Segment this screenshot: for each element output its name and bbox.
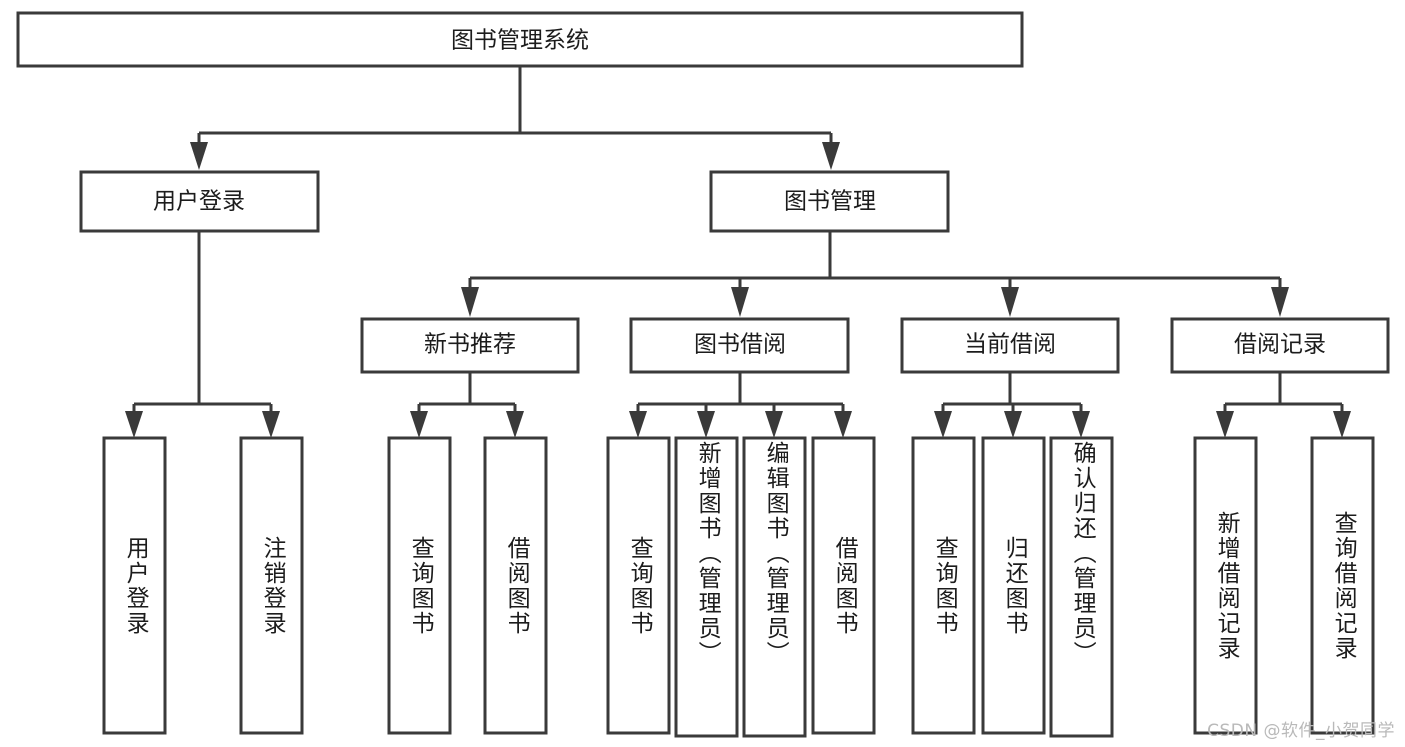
level2-label-book-management: 图书管理	[784, 189, 876, 215]
arrowhead-icon	[190, 142, 208, 170]
node-new-book-recommend[interactable]: 新书推荐	[360, 317, 580, 374]
level3-label-current-borrow: 当前借阅	[964, 332, 1056, 358]
leaf-box-add-record[interactable]	[1193, 436, 1258, 735]
root-box[interactable]	[16, 11, 1024, 68]
level3-box-new-book-recommend[interactable]	[360, 317, 580, 374]
leaf-box-user-login[interactable]	[102, 436, 167, 735]
leaf-box-return-book[interactable]	[981, 436, 1046, 735]
level3-label-borrow-record: 借阅记录	[1234, 332, 1326, 358]
level3-label-new-book-recommend: 新书推荐	[424, 332, 516, 358]
leaf-box-query-book-2[interactable]	[606, 436, 671, 735]
leaf-box-query-book-1[interactable]	[387, 436, 452, 735]
leaf-box-borrow-book-1[interactable]	[483, 436, 548, 735]
root-label: 图书管理系统	[451, 28, 589, 54]
leaf-box-add-book[interactable]	[674, 436, 739, 738]
arrowhead-icon	[822, 142, 840, 170]
connector-current-borrow-to-leaves	[934, 372, 1090, 438]
level2-label-user-login: 用户登录	[153, 189, 245, 215]
connector-book-management-to-level3	[461, 231, 1289, 317]
leaf-box-query-record[interactable]	[1310, 436, 1375, 735]
connector-book-borrow-to-leaves	[629, 372, 852, 438]
watermark-text: CSDN @软件_小贺同学	[1207, 721, 1395, 741]
level2-box-user-login[interactable]	[79, 170, 320, 233]
node-user-login[interactable]: 用户登录	[79, 170, 320, 233]
connector-new-book-recommend-to-leaves	[410, 372, 524, 438]
node-book-borrow[interactable]: 图书借阅	[629, 317, 850, 374]
leaf-box-borrow-book-2[interactable]	[811, 436, 876, 735]
level3-box-current-borrow[interactable]	[900, 317, 1120, 374]
level3-label-book-borrow: 图书借阅	[694, 332, 786, 358]
connector-user-login-to-leaves	[125, 231, 280, 438]
node-book-management[interactable]: 图书管理	[709, 170, 950, 233]
leaf-box-logout[interactable]	[239, 436, 304, 735]
node-borrow-record[interactable]: 借阅记录	[1170, 317, 1390, 374]
connector-root-to-level2	[190, 66, 840, 170]
node-current-borrow[interactable]: 当前借阅	[900, 317, 1120, 374]
leaf-box-query-book-3[interactable]	[911, 436, 976, 735]
connector-borrow-record-to-leaves	[1216, 372, 1351, 438]
leaf-box-edit-book[interactable]	[742, 436, 807, 738]
node-root[interactable]: 图书管理系统	[16, 11, 1024, 68]
leaf-box-confirm-return[interactable]	[1049, 436, 1114, 738]
